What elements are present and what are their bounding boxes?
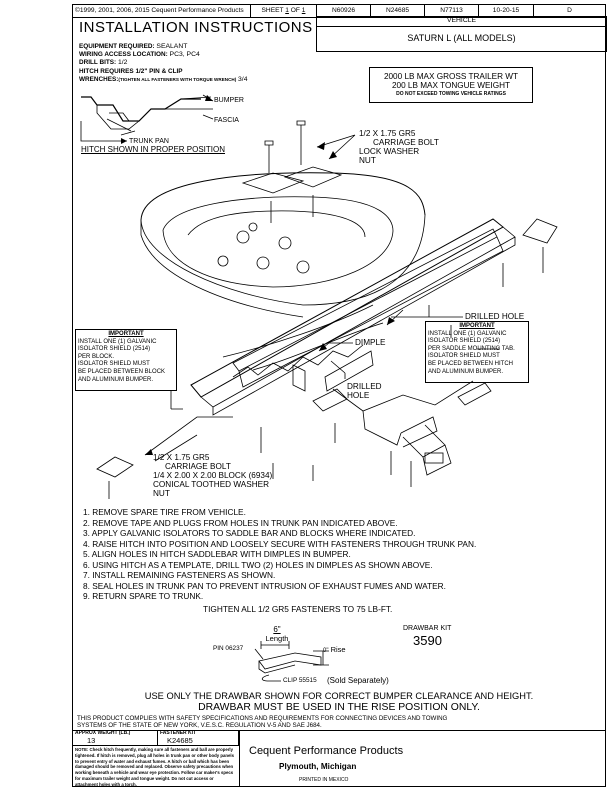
footer-rule [73,730,605,731]
label-drilled-hole-right: DRILLED HOLE [465,312,525,321]
requirement-pin: HITCH REQUIRES 1/2" PIN & CLIP [79,67,183,75]
drawbar-kit-label: DRAWBAR KIT [403,625,452,632]
label-hitch-position: HITCH SHOWN IN PROPER POSITION [81,145,226,154]
weight-box: APPROX WEIGHT (LB.) 13 FASTENER KIT K246… [73,730,239,746]
label-bolt-bottom-3: 1/4 X 2.00 X 2.00 BLOCK (6934) [153,471,273,480]
requirement-wiring: WIRING ACCESS LOCATION: PC3, PC4 [79,51,200,59]
page-title: INSTALLATION INSTRUCTIONS [79,19,313,36]
requirement-wrenches: WRENCHES:(TIGHTEN ALL FASTENERS WITH TOR… [79,75,248,83]
vehicle-value: SATURN L (ALL MODELS) [407,33,516,43]
rating-tongue: 200 LB MAX TONGUE WEIGHT [392,81,510,90]
fastener-value: K24685 [167,736,193,745]
requirements: EQUIPMENT REQUIRED: SEALANT WIRING ACCES… [79,43,315,84]
clearance-note-2: DRAWBAR MUST BE USED IN THE RISE POSITIO… [198,702,480,713]
fastener-label: FASTENER KIT [157,730,196,746]
drawbar-length: 6" Length [265,625,289,643]
clearance-note-1: USE ONLY THE DRAWBAR SHOWN FOR CORRECT B… [144,691,534,701]
torque-note: TIGHTEN ALL 1/2 GR5 FASTENERS TO 75 LB-F… [203,604,393,614]
rating-box: 2000 LB MAX GROSS TRAILER WT 200 LB MAX … [369,67,533,103]
drawbar-sold-separately: (Sold Separately) [327,676,389,685]
part-code-3: N77113 [425,5,479,17]
printed-in: PRINTED IN MEXICO [299,777,349,783]
vehicle-label: VEHICLE [316,16,607,27]
vehicle-box [316,16,607,52]
revision-date: 10-20-15 [479,5,534,17]
important-note-right: IMPORTANT INSTALL ONE (1) GALVANIC ISOLA… [425,321,529,383]
company-city: Plymouth, Michigan [279,762,357,771]
copyright: ©1999, 2001, 2006, 2015 Cequent Performa… [73,5,251,17]
step-5: 5. ALIGN HOLES IN HITCH SADDLEBAR WITH D… [83,549,351,559]
label-fascia: FASCIA [214,117,239,124]
label-drilled-hole-1: DRILLED [347,382,382,391]
footer-divider [239,730,240,787]
header-strip: ©1999, 2001, 2006, 2015 Cequent Performa… [73,5,605,18]
label-drilled-hole-2: HOLE [347,391,370,400]
sheet-number: SHEET 1 OF 1 [251,5,317,17]
label-bumper: BUMPER [214,97,244,104]
step-7: 7. INSTALL REMAINING FASTENERS AS SHOWN. [83,570,276,580]
instruction-sheet: ©1999, 2001, 2006, 2015 Cequent Performa… [72,4,607,787]
step-2: 2. REMOVE TAPE AND PLUGS FROM HOLES IN T… [83,517,398,528]
rating-warning: DO NOT EXCEED TOWING VEHICLE RATINGS [396,91,506,97]
label-dimple: DIMPLE [355,338,386,347]
compliance-line-2: SYSTEMS OF THE STATE OF NEW YORK, V.E.S.… [77,722,322,729]
drawbar-kit-number: 3590 [413,633,442,648]
label-bolt-bottom-4: CONICAL TOOTHED WASHER [153,480,270,489]
requirement-equipment: EQUIPMENT REQUIRED: SEALANT [79,43,188,50]
safety-note: NOTE: Check hitch frequently, making sur… [75,747,235,787]
revision-letter: D [567,7,572,14]
label-trunk-pan: TRUNK PAN [129,138,169,145]
step-1: 1. REMOVE SPARE TIRE FROM VEHICLE. [83,507,246,517]
label-bolt-top-1: 1/2 X 1.75 GR5 [359,129,416,138]
step-4: 4. RAISE HITCH INTO POSITION AND LOOSELY… [83,538,477,549]
important-note-left: IMPORTANT INSTALL ONE (1) GALVANIC ISOLA… [75,329,177,391]
weight-label: APPROX WEIGHT (LB.) [75,730,131,736]
label-bolt-bottom-2: CARRIAGE BOLT [165,462,231,471]
part-code-1: N60926 [317,5,371,17]
label-bolt-bottom-5: NUT [153,489,170,498]
weight-value: 13 [87,736,96,745]
compliance-line-1: THIS PRODUCT COMPLIES WITH SAFETY SPECIF… [77,715,448,722]
steps-list: 1. REMOVE SPARE TIRE FROM VEHICLE. 2. RE… [83,507,476,602]
step-8: 8. SEAL HOLES IN TRUNK PAN TO PREVENT IN… [83,580,446,591]
label-bolt-bottom-1: 1/2 X 1.75 GR5 [153,453,210,462]
rating-gross: 2000 LB MAX GROSS TRAILER WT [383,72,519,81]
drawbar-clip: CLIP 55515 [283,677,317,684]
label-bolt-top-4: NUT [359,156,376,165]
step-9: 9. RETURN SPARE TO TRUNK. [83,591,204,601]
hitch-diagram [80,94,558,499]
part-code-2: N24685 [371,5,425,17]
requirement-drill: DRILL BITS: 1/2 [79,59,128,67]
step-6: 6. USING HITCH AS A TEMPLATE, DRILL TWO … [83,559,433,570]
drawbar-drawing [254,641,329,682]
label-bolt-top-2: CARRIAGE BOLT [373,138,439,147]
company-name: Cequent Performance Products [249,745,404,757]
drawbar-pin: PIN 06237 [213,645,244,652]
step-3: 3. APPLY GALVANIC ISOLATORS TO SADDLE BA… [83,528,416,538]
label-bolt-top-3: LOCK WASHER [359,147,420,156]
